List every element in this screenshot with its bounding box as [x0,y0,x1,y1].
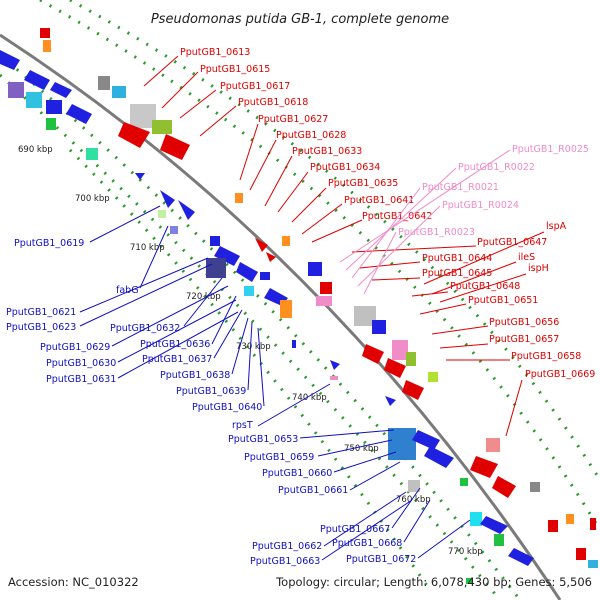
label-lspA: lspA [546,221,567,232]
label-PputGB1_0659: PputGB1_0659 [244,452,314,463]
label-PputGB1_0638: PputGB1_0638 [160,370,230,381]
label-PputGB1_0668: PputGB1_0668 [332,538,402,549]
label-PputGB1_0637: PputGB1_0637 [142,354,212,365]
backbone [0,33,562,600]
label-PputGB1_0648: PputGB1_0648 [450,281,520,292]
label-PputGB1_0669: PputGB1_0669 [525,369,595,380]
label-PputGB1_0639: PputGB1_0639 [176,386,246,397]
label-PputGB1_0644: PputGB1_0644 [422,253,492,264]
label-PputGB1_0619: PputGB1_0619 [14,238,84,249]
label-PputGB1_0634: PputGB1_0634 [310,162,380,173]
label-PputGB1_0656: PputGB1_0656 [489,317,559,328]
label-PputGB1_0635: PputGB1_0635 [328,178,398,189]
label-ileS: ileS [518,252,535,263]
label-PputGB1_0633: PputGB1_0633 [292,146,362,157]
label-PputGB1_0636: PputGB1_0636 [140,339,210,350]
reverse-features [0,50,534,584]
tick-740: 740 kbp [292,393,327,403]
label-PputGB1_0647: PputGB1_0647 [477,237,547,248]
label-PputGB1_0645: PputGB1_0645 [422,268,492,279]
topology-text: Topology: circular; Length: 6,078,430 bp… [275,575,592,589]
label-PputGB1_0618: PputGB1_0618 [238,97,308,108]
label-PputGB1_R0025: PputGB1_R0025 [512,144,589,155]
forward-features [40,28,598,568]
tick-710: 710 kbp [130,243,165,253]
accession-text: Accession: NC_010322 [8,575,139,589]
rna-label-group [339,149,511,295]
label-PputGB1_0632: PputGB1_0632 [110,323,180,334]
label-PputGB1_0615: PputGB1_0615 [200,64,270,75]
label-PputGB1_R0022: PputGB1_R0022 [458,162,535,173]
label-PputGB1_0661: PputGB1_0661 [278,485,348,496]
tick-760: 760 kbp [396,495,431,505]
tick-720: 720 kbp [186,292,221,302]
label-rpsT: rpsT [232,420,253,431]
tick-770: 770 kbp [448,547,483,557]
label-PputGB1_0658: PputGB1_0658 [511,351,581,362]
label-PputGB1_0613: PputGB1_0613 [180,47,250,58]
label-PputGB1_0667: PputGB1_0667 [320,524,390,535]
forward-labels: PputGB1_0613 PputGB1_0615 PputGB1_0617 P… [180,47,595,380]
label-PputGB1_0627: PputGB1_0627 [258,114,328,125]
label-PputGB1_0630: PputGB1_0630 [46,358,116,369]
label-PputGB1_0660: PputGB1_0660 [262,468,332,479]
label-PputGB1_0617: PputGB1_0617 [220,81,290,92]
label-PputGB1_0651: PputGB1_0651 [468,295,538,306]
label-PputGB1_0672: PputGB1_0672 [346,554,416,565]
label-PputGB1_0628: PputGB1_0628 [276,130,346,141]
label-PputGB1_R0024: PputGB1_R0024 [442,200,519,211]
tick-690: 690 kbp [18,145,53,155]
reverse-label-group [79,205,471,561]
label-PputGB1_R0021: PputGB1_R0021 [422,182,499,193]
label-PputGB1_0657: PputGB1_0657 [489,334,559,345]
kbp-ticks: 690 kbp 700 kbp 710 kbp 720 kbp 730 kbp … [18,145,483,557]
forward-label-group [143,55,545,437]
rna-labels: PputGB1_R0025 PputGB1_R0022 PputGB1_R002… [398,144,589,238]
label-PputGB1_0631: PputGB1_0631 [46,374,116,385]
reverse-labels: PputGB1_0619 fabG PputGB1_0621 PputGB1_0… [6,238,416,567]
label-PputGB1_0640: PputGB1_0640 [192,402,262,413]
label-PputGB1_0662: PputGB1_0662 [252,541,322,552]
label-PputGB1_0663: PputGB1_0663 [250,556,320,567]
label-PputGB1_0623: PputGB1_0623 [6,322,76,333]
label-PputGB1_0621: PputGB1_0621 [6,307,76,318]
tick-700: 700 kbp [75,194,110,204]
label-PputGB1_0629: PputGB1_0629 [40,342,110,353]
tick-750: 750 kbp [344,444,379,454]
label-fabG: fabG [116,285,139,296]
label-PputGB1_R0023: PputGB1_R0023 [398,227,475,238]
label-ispH: ispH [528,263,549,274]
label-PputGB1_0641: PputGB1_0641 [344,195,414,206]
tick-730: 730 kbp [236,342,271,352]
label-PputGB1_0642: PputGB1_0642 [362,211,432,222]
map-title: Pseudomonas putida GB-1, complete genome [151,12,449,27]
label-PputGB1_0653: PputGB1_0653 [228,434,298,445]
